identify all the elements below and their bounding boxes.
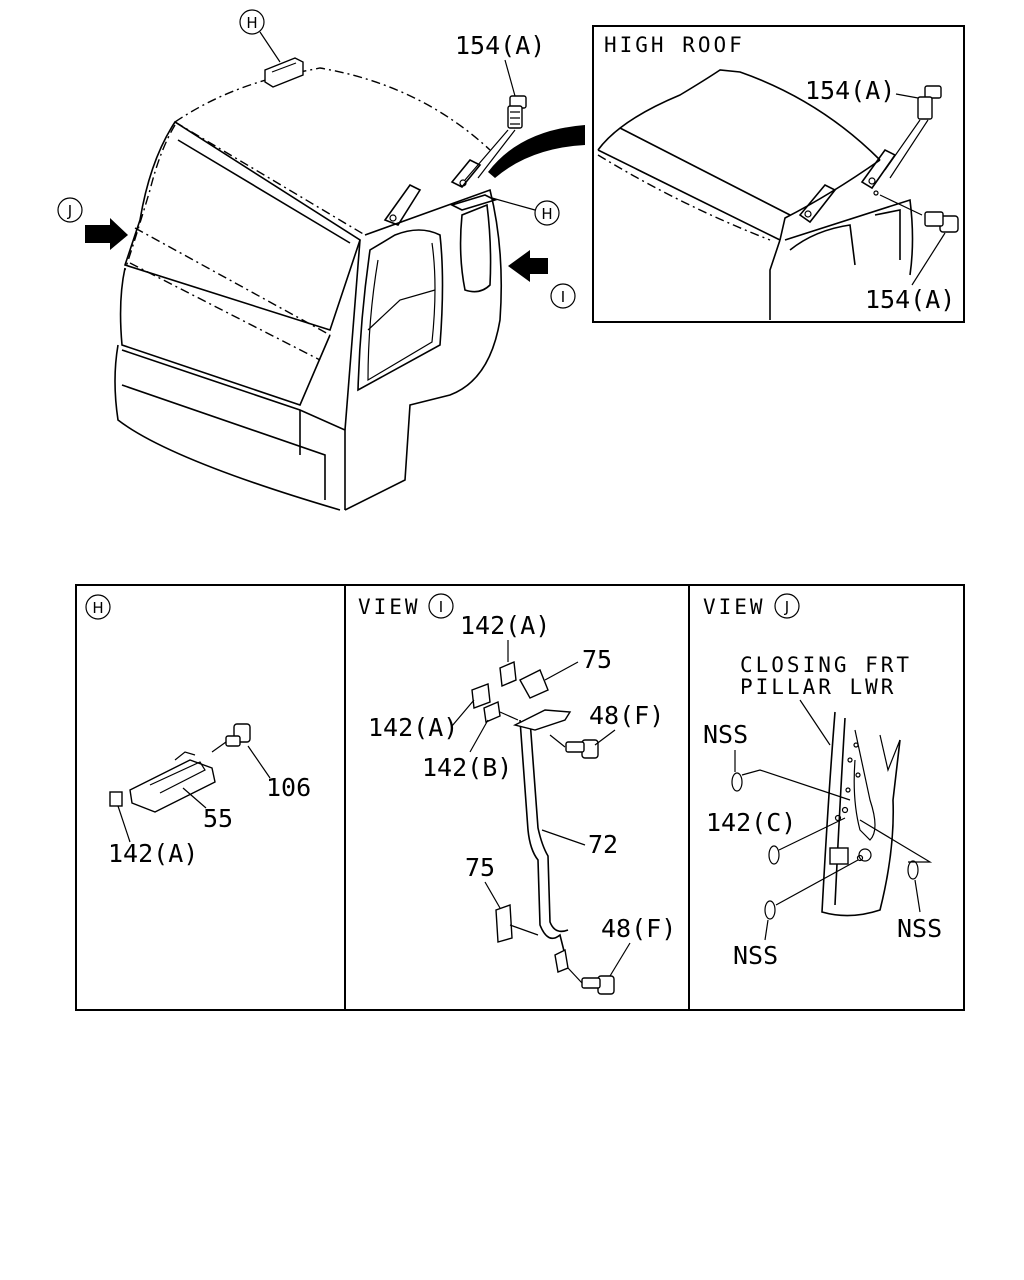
label-142a-i-top: 142(A) xyxy=(460,611,550,640)
svg-text:I: I xyxy=(561,288,565,306)
label-nss-1: NSS xyxy=(703,720,748,749)
svg-text:J: J xyxy=(784,598,789,616)
handle-55 xyxy=(129,751,216,813)
label-55: 55 xyxy=(203,804,233,833)
bolt-106 xyxy=(225,723,251,747)
panel-j-title: VIEW xyxy=(703,595,766,619)
label-154a-inset-bottom: 154(A) xyxy=(865,285,955,314)
label-nss-2: NSS xyxy=(733,941,778,970)
callout-h-top: H xyxy=(239,9,281,63)
label-closing-line1: CLOSING FRT xyxy=(740,653,912,677)
label-closing-line2: PILLAR LWR xyxy=(740,675,896,699)
views-frame xyxy=(75,584,965,1011)
panel-i-marker: I xyxy=(428,593,454,619)
label-154a-inset-top: 154(A) xyxy=(805,76,895,105)
label-106: 106 xyxy=(266,773,311,802)
clip-142a xyxy=(109,791,123,807)
panel-i-title: VIEW xyxy=(358,595,421,619)
label-154a-main: 154(A) xyxy=(455,31,545,60)
arrow-j xyxy=(85,218,128,250)
bolt-154a-main xyxy=(507,95,527,129)
panel-j-marker: J xyxy=(774,593,800,619)
label-75-i-bottom: 75 xyxy=(465,853,495,882)
label-75-i-top: 75 xyxy=(582,645,612,674)
bolt-48f-top xyxy=(565,739,599,759)
high-roof-panel xyxy=(592,25,965,323)
label-142a-h: 142(A) xyxy=(108,839,198,868)
svg-text:J: J xyxy=(67,202,72,220)
grab-handle-top xyxy=(264,57,304,88)
panel-h-marker: H xyxy=(85,594,111,620)
callout-h-side: H xyxy=(491,197,560,226)
bolt-48f-bottom xyxy=(581,975,615,995)
high-roof-title: HIGH ROOF xyxy=(604,33,745,57)
panel-view-i: VIEW I 142(A) 75 142(A xyxy=(358,593,676,995)
label-72: 72 xyxy=(588,830,618,859)
svg-text:H: H xyxy=(246,14,257,32)
cab-illustration xyxy=(85,57,585,511)
svg-text:I: I xyxy=(439,598,443,616)
bolt-154a-inset-side xyxy=(924,211,959,233)
inset-pointer xyxy=(488,125,585,178)
callout-i: I xyxy=(550,283,576,309)
label-142b: 142(B) xyxy=(422,753,512,782)
bolt-154a-inset-top xyxy=(917,85,942,120)
label-nss-3: NSS xyxy=(897,914,942,943)
panel-view-j: VIEW J CLOSING FRT PILLAR LWR NSS 142(C)… xyxy=(703,593,942,970)
high-roof-illustration xyxy=(597,69,959,320)
svg-text:H: H xyxy=(92,599,103,617)
label-142c: 142(C) xyxy=(706,808,796,837)
label-48f-i-top: 48(F) xyxy=(589,701,664,730)
panel-h: H 106 55 142(A) xyxy=(85,594,311,868)
svg-text:H: H xyxy=(541,205,552,223)
arrow-i xyxy=(508,250,548,282)
label-142a-i-left: 142(A) xyxy=(368,713,458,742)
callout-j: J xyxy=(57,197,83,223)
label-48f-i-bottom: 48(F) xyxy=(601,914,676,943)
